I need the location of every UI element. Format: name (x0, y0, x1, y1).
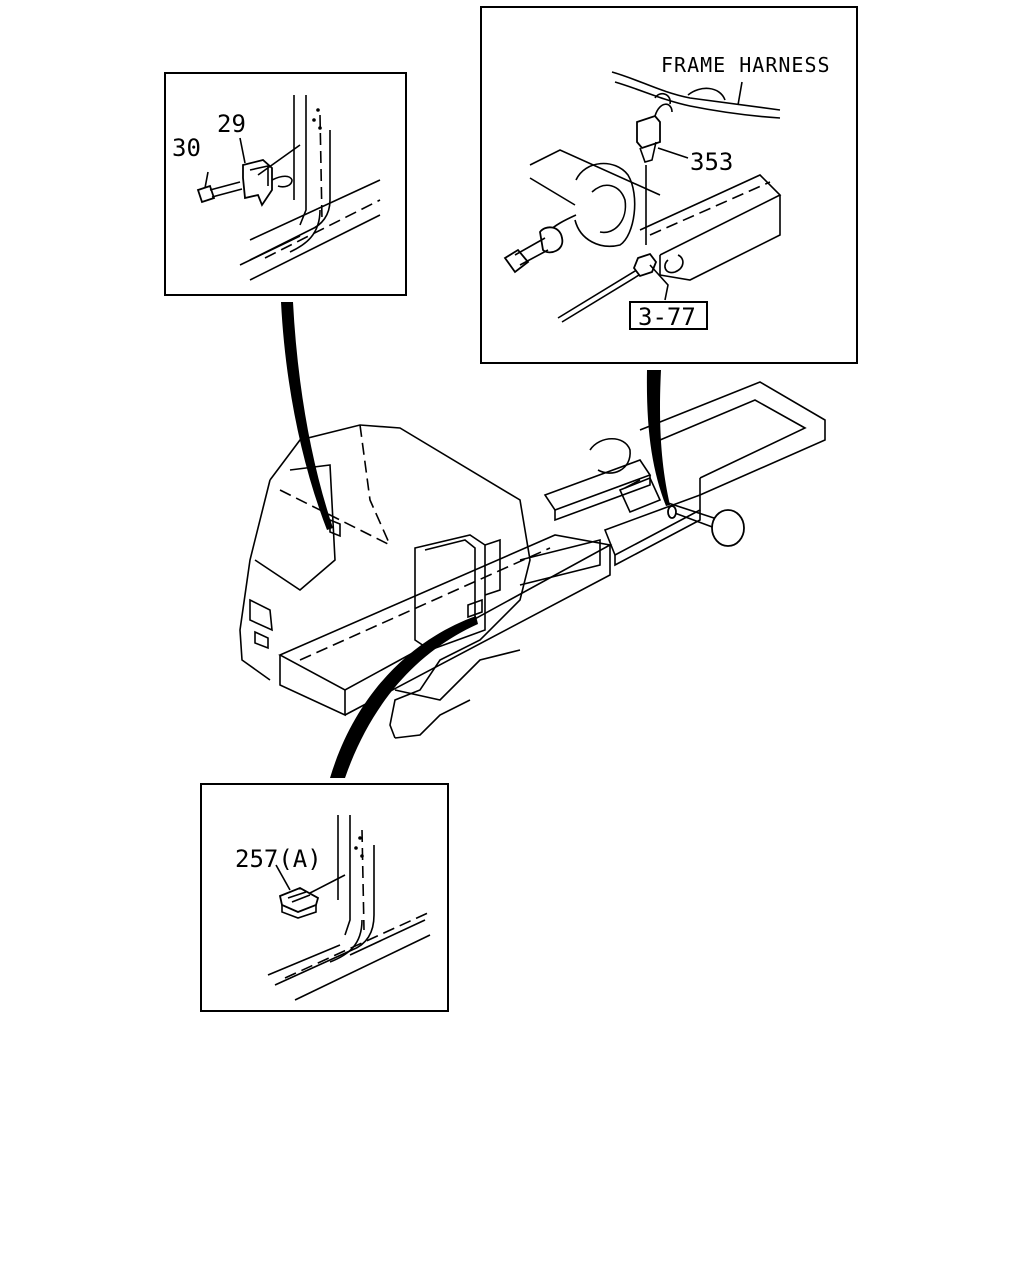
label-29: 29 (217, 110, 246, 138)
detail-box-bracket: 29 30 (164, 72, 407, 296)
label-257a: 257(A) (235, 845, 322, 873)
detail-box-clip: 257(A) (200, 783, 449, 1012)
detail-box-sensor: FRAME HARNESS 353 3-77 (480, 6, 858, 364)
leader-stroke-top-left (281, 302, 333, 530)
ref-box-3-77 (629, 301, 708, 330)
label-3-77: 3-77 (638, 303, 696, 331)
truck-chassis-drawing (239, 381, 826, 739)
leader-stroke-top-right (646, 370, 670, 506)
label-30: 30 (172, 134, 201, 162)
label-353: 353 (690, 148, 733, 176)
leader-stroke-bottom (330, 616, 478, 778)
label-frame-harness: FRAME HARNESS (661, 53, 831, 77)
